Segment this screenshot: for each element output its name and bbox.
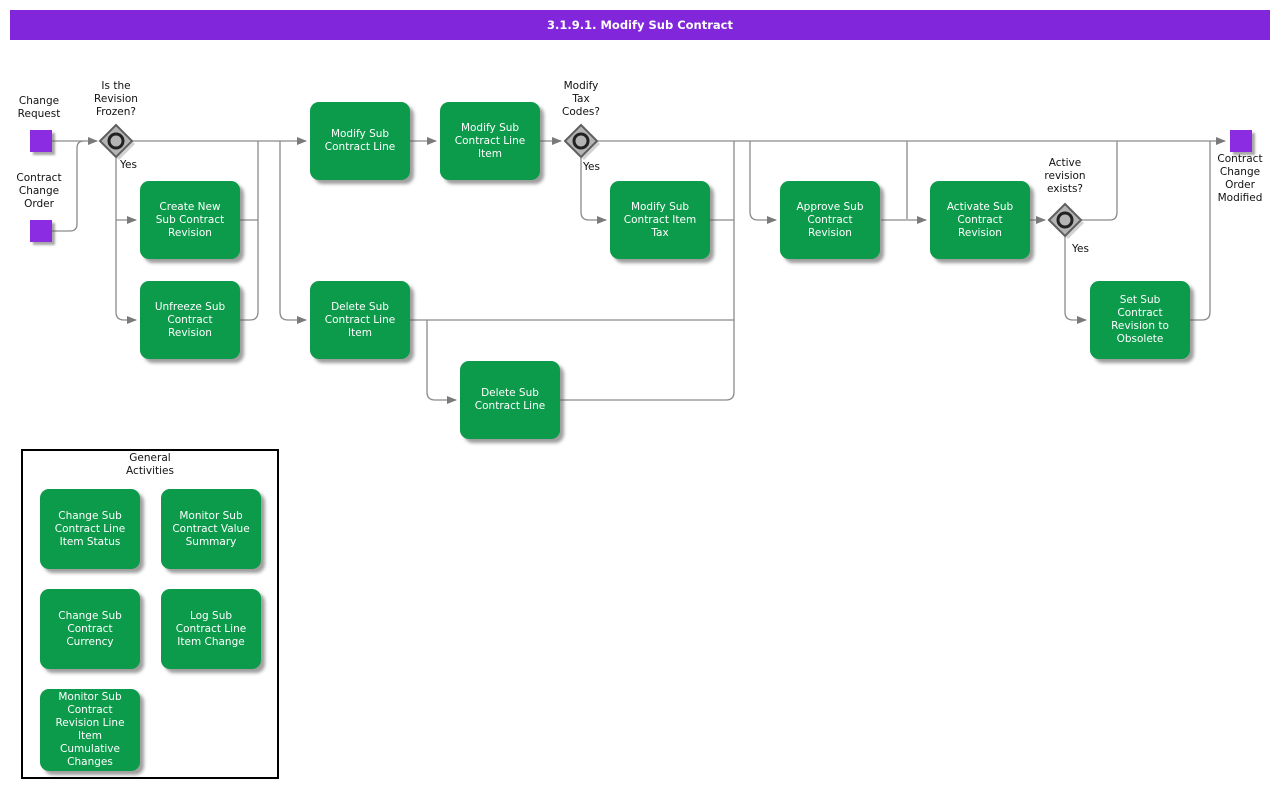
gateway-tax-yes-label: Yes: [583, 161, 600, 173]
task-label: Delete Sub Contract Line Item: [324, 300, 396, 339]
task-label: Create New Sub Contract Revision: [155, 200, 225, 239]
task-label: Delete Sub Contract Line: [474, 387, 546, 412]
task-change-sub-contract-line-item-status[interactable]: Change Sub Contract Line Item Status: [40, 489, 140, 569]
task-change-sub-contract-currency[interactable]: Change Sub Contract Currency: [40, 589, 140, 669]
task-label: Change Sub Contract Line Item Status: [54, 509, 126, 548]
connector-active-yes-to-obsolete: [1064, 236, 1087, 324]
gateway-active-revision-exists-label: Active revision exists?: [1044, 157, 1086, 195]
task-modify-sub-contract-line[interactable]: Modify Sub Contract Line: [310, 102, 410, 180]
task-label: Unfreeze Sub Contract Revision: [154, 300, 226, 339]
connector-split-to-delete-line-item: [279, 141, 307, 324]
task-label: Monitor Sub Contract Value Summary: [172, 509, 250, 548]
task-activate-sub-contract-revision[interactable]: Activate Sub Contract Revision: [930, 181, 1030, 259]
general-activities-title: General Activities: [126, 452, 174, 477]
task-label: Monitor Sub Contract Revision Line Item …: [55, 691, 125, 768]
event-contract-change-order-modified-label: Contract Change Order Modified: [1217, 153, 1263, 204]
task-label: Modify Sub Contract Item Tax: [623, 200, 697, 239]
diagram-title-bar: 3.1.9.1. Modify Sub Contract: [10, 10, 1270, 40]
connector-obsolete-out-merge: [1190, 141, 1211, 321]
gateway-frozen-yes-label: Yes: [120, 159, 137, 171]
task-label: Log Sub Contract Line Item Change: [175, 609, 247, 648]
connector-delete-line-out-merge: [560, 391, 735, 401]
gateway-is-the-revision-frozen-label: Is the Revision Frozen?: [94, 80, 138, 118]
connector-tax-yes-to-item-tax: [580, 157, 607, 224]
connector-active-no-merge: [1081, 141, 1118, 221]
task-label: Set Sub Contract Revision to Obsolete: [1111, 294, 1169, 345]
task-monitor-sub-contract-value-summary[interactable]: Monitor Sub Contract Value Summary: [161, 489, 261, 569]
task-unfreeze-sub-contract-revision[interactable]: Unfreeze Sub Contract Revision: [140, 281, 240, 359]
task-set-sub-contract-revision-to-obsolete[interactable]: Set Sub Contract Revision to Obsolete: [1090, 281, 1190, 359]
connector-frozen-yes-to-unfreeze: [115, 157, 137, 324]
page-title: 3.1.9.1. Modify Sub Contract: [547, 18, 733, 32]
task-delete-sub-contract-line-item[interactable]: Delete Sub Contract Line Item: [310, 281, 410, 359]
task-modify-sub-contract-item-tax[interactable]: Modify Sub Contract Item Tax: [610, 181, 710, 259]
task-log-sub-contract-line-item-change[interactable]: Log Sub Contract Line Item Change: [161, 589, 261, 669]
task-create-new-sub-contract-revision[interactable]: Create New Sub Contract Revision: [140, 181, 240, 259]
task-label: Activate Sub Contract Revision: [946, 200, 1014, 239]
event-change-request[interactable]: [30, 130, 52, 152]
task-label: Modify Sub Contract Line Item: [454, 121, 526, 160]
task-label: Approve Sub Contract Revision: [796, 200, 864, 239]
event-contract-change-order[interactable]: [30, 220, 52, 242]
gateway-is-the-revision-frozen-icon: [98, 123, 135, 160]
connector-contract-change-order-merge: [52, 140, 85, 232]
task-monitor-sub-contract-revision-line-item-cumulative-changes[interactable]: Monitor Sub Contract Revision Line Item …: [40, 689, 140, 771]
task-approve-sub-contract-revision[interactable]: Approve Sub Contract Revision: [780, 181, 880, 259]
connector-branch-to-delete-line: [426, 320, 457, 404]
event-contract-change-order-label: Contract Change Order: [16, 172, 62, 210]
gateway-modify-tax-codes-icon: [563, 123, 600, 160]
connector-split-to-approve: [749, 141, 777, 224]
event-contract-change-order-modified[interactable]: [1230, 130, 1252, 152]
event-change-request-label: Change Request: [17, 95, 61, 120]
task-label: Modify Sub Contract Line: [324, 128, 396, 153]
connector-unfreeze-out-merge: [240, 141, 259, 321]
task-label: Change Sub Contract Currency: [58, 609, 122, 648]
gateway-active-revision-exists-icon: [1047, 202, 1084, 239]
task-delete-sub-contract-line[interactable]: Delete Sub Contract Line: [460, 361, 560, 439]
gateway-modify-tax-codes-label: Modify Tax Codes?: [562, 80, 600, 118]
gateway-active-yes-label: Yes: [1072, 243, 1089, 255]
task-modify-sub-contract-line-item[interactable]: Modify Sub Contract Line Item: [440, 102, 540, 180]
